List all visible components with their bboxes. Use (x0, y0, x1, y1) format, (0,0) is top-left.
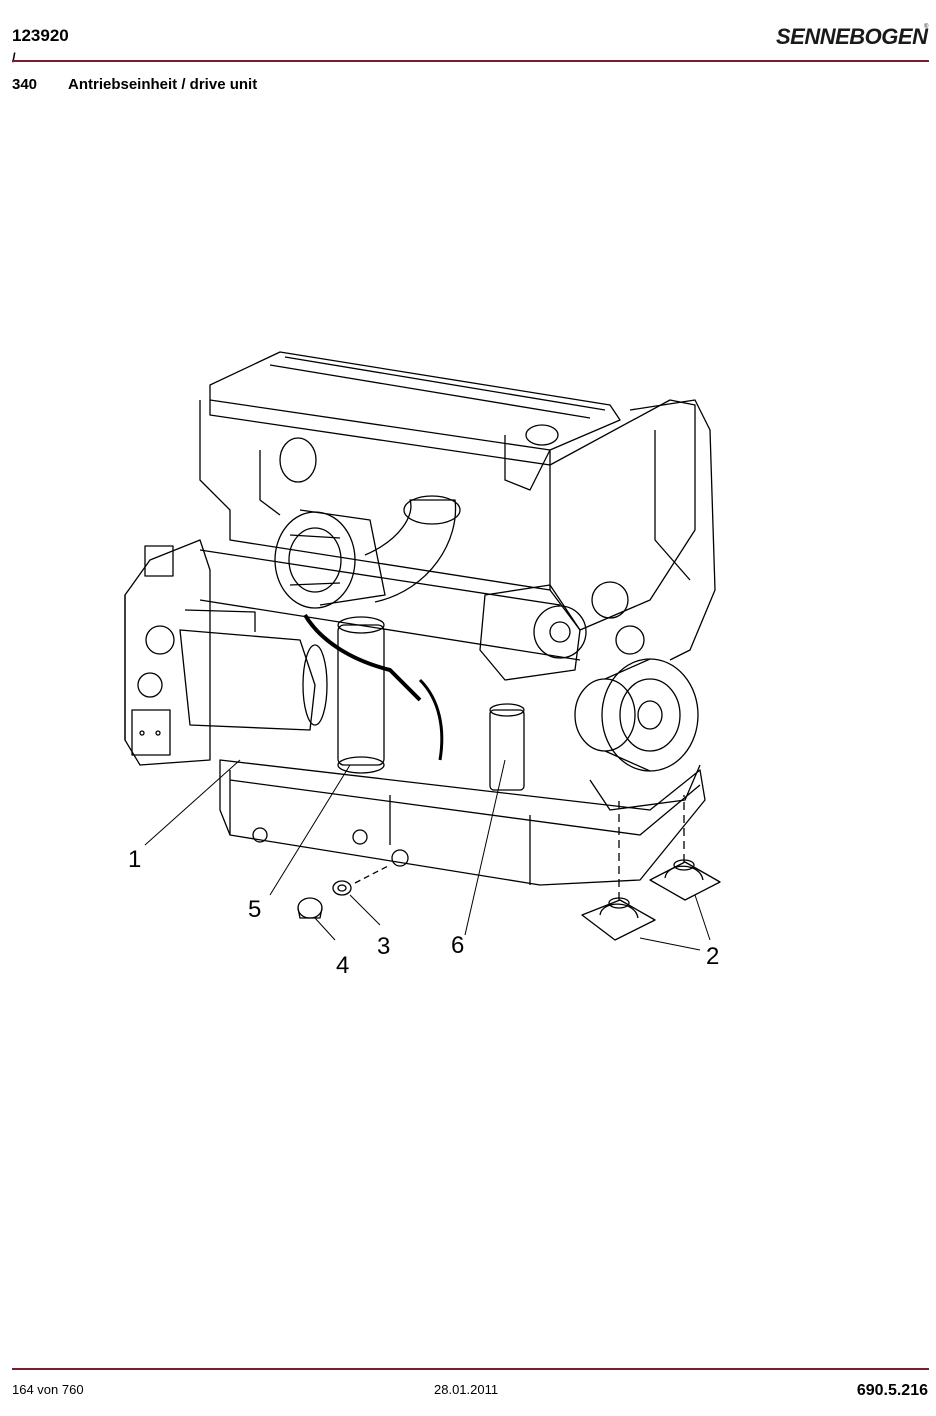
engine-drawing: 1 2 3 4 5 6 (110, 340, 730, 995)
footer-reference: 690.5.216 (856, 1382, 928, 1399)
callout-1: 1 (128, 846, 141, 873)
sennebogen-logo: SENNEBOGEN ® (774, 20, 930, 55)
header-rule (12, 60, 929, 62)
logo-wordmark: SENNEBOGEN (776, 24, 929, 49)
callout-2: 2 (706, 943, 719, 970)
callout-4: 4 (336, 952, 349, 979)
svg-text:®: ® (924, 23, 929, 30)
callout-6: 6 (451, 932, 464, 959)
callout-5: 5 (248, 896, 261, 923)
page-count: 164 von 760 (12, 1382, 84, 1397)
section-number: 340 (12, 76, 38, 93)
section-heading: 340 Antriebseinheit / drive unit (12, 76, 257, 93)
section-title: Antriebseinheit / drive unit (68, 76, 258, 93)
document-number: 123920 (12, 26, 69, 45)
document-slash: / (12, 50, 16, 65)
footer-rule (12, 1368, 929, 1370)
callout-3: 3 (377, 933, 390, 960)
footer-date: 28.01.2011 (434, 1382, 499, 1397)
